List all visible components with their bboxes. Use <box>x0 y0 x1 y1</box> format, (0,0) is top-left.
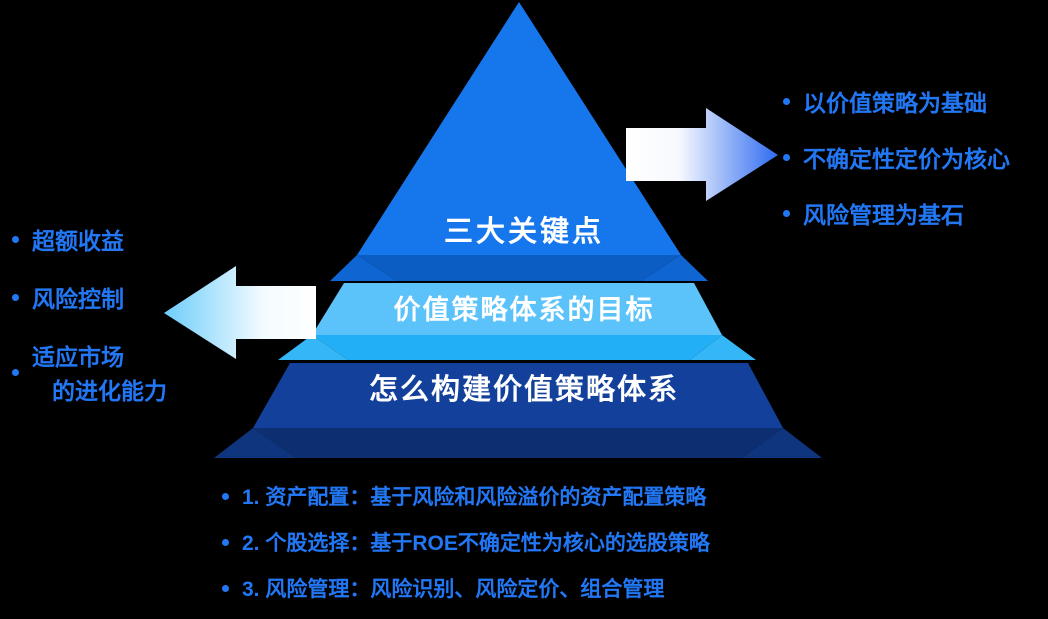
bottom-callout-item-1: 1. 资产配置：基于风险和风险溢价的资产配置策略 <box>242 486 707 509</box>
list-item: 适应市场 的进化能力 <box>8 338 167 406</box>
left-callout-item-1: 超额收益 <box>32 228 124 254</box>
left-callout-item-3: 适应市场 <box>32 344 124 370</box>
pyramid-middle-label: 价值策略体系的目标 <box>393 295 655 325</box>
bullet-dot-icon <box>783 98 790 105</box>
bullet-dot-icon <box>222 585 229 592</box>
right-callout-item-3: 风险管理为基石 <box>803 202 964 228</box>
list-item: 超额收益 <box>8 222 167 256</box>
bullet-dot-icon <box>222 493 229 500</box>
bottom-callout-item-3: 3. 风险管理：风险识别、风险定价、组合管理 <box>242 578 665 601</box>
list-item: 风险管理为基石 <box>779 196 1010 230</box>
bullet-dot-icon <box>222 539 229 546</box>
list-item: 风险控制 <box>8 280 167 314</box>
right-callout-list: 以价值策略为基础 不确定性定价为核心 风险管理为基石 <box>779 84 1010 252</box>
pyramid-bottom-label: 怎么构建价值策略体系 <box>368 374 679 406</box>
bullet-dot-icon <box>12 369 19 376</box>
left-callout-item-2: 风险控制 <box>32 286 124 312</box>
left-callout-item-3-continuation: 的进化能力 <box>52 378 167 404</box>
list-item: 2. 个股选择：基于ROE不确定性为核心的选股策略 <box>218 527 710 557</box>
diagram-canvas: 三大关键点 价值策略体系的目标 怎么构建价值策略体系 以价值策略为基础 不确定性… <box>8 2 1010 601</box>
right-arrow <box>626 108 778 201</box>
left-callout-list: 超额收益 风险控制 适应市场 的进化能力 <box>8 222 167 430</box>
list-item: 3. 风险管理：风险识别、风险定价、组合管理 <box>218 573 710 603</box>
right-callout-item-2: 不确定性定价为核心 <box>803 146 1010 172</box>
bullet-dot-icon <box>12 236 19 243</box>
right-callout-item-1: 以价值策略为基础 <box>803 90 987 116</box>
list-item: 1. 资产配置：基于风险和风险溢价的资产配置策略 <box>218 481 710 511</box>
bullet-dot-icon <box>783 154 790 161</box>
bottom-callout-list: 1. 资产配置：基于风险和风险溢价的资产配置策略 2. 个股选择：基于ROE不确… <box>218 481 710 619</box>
bullet-dot-icon <box>12 294 19 301</box>
list-item: 以价值策略为基础 <box>779 84 1010 118</box>
bottom-callout-item-2: 2. 个股选择：基于ROE不确定性为核心的选股策略 <box>242 532 710 555</box>
pyramid-top-label: 三大关键点 <box>443 216 604 248</box>
bullet-dot-icon <box>783 210 790 217</box>
list-item: 不确定性定价为核心 <box>779 140 1010 174</box>
